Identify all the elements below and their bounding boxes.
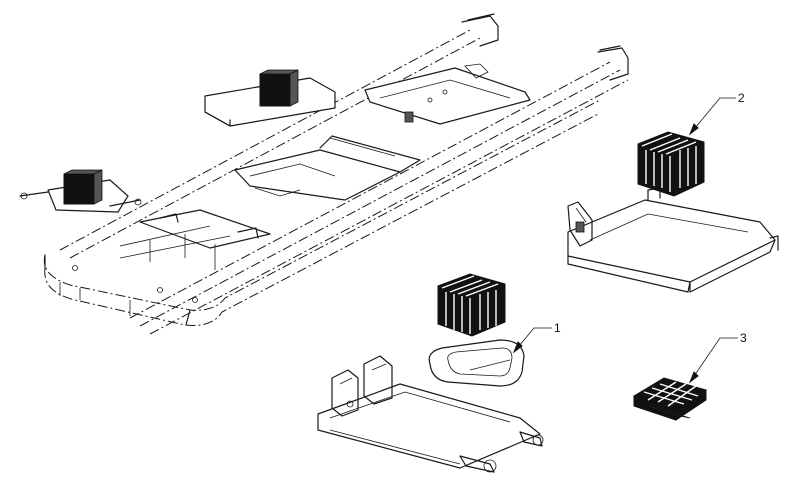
carrier-rails-assembly: [19, 13, 629, 335]
rack-block-1: [437, 273, 506, 337]
upper-bracket: [204, 69, 336, 127]
rack-block-2: [637, 131, 705, 197]
lower-bracket: [19, 169, 142, 213]
slide-plate-upper: [364, 63, 531, 125]
low-rack-assembly: 3: [632, 331, 747, 421]
base-clamp: [317, 355, 544, 473]
callout-label-2: 2: [738, 91, 745, 105]
sample-tray-assembly: 1: [317, 273, 561, 473]
cross-members: [119, 209, 271, 270]
plate-holder-assembly: 2: [567, 91, 779, 293]
rail-upper: [59, 13, 499, 259]
callout-2: 2: [688, 91, 745, 136]
callout-label-3: 3: [740, 331, 747, 345]
rail-lower: [129, 45, 629, 335]
plate-holder-icon: [567, 187, 779, 293]
rack-block-3: [632, 377, 708, 421]
callout-3: 3: [688, 331, 747, 384]
sample-tray-icon: [428, 339, 525, 387]
base-tray: [43, 99, 601, 326]
central-carriage: [234, 135, 421, 201]
callout-1: 1: [512, 321, 561, 354]
callout-label-1: 1: [554, 321, 561, 335]
